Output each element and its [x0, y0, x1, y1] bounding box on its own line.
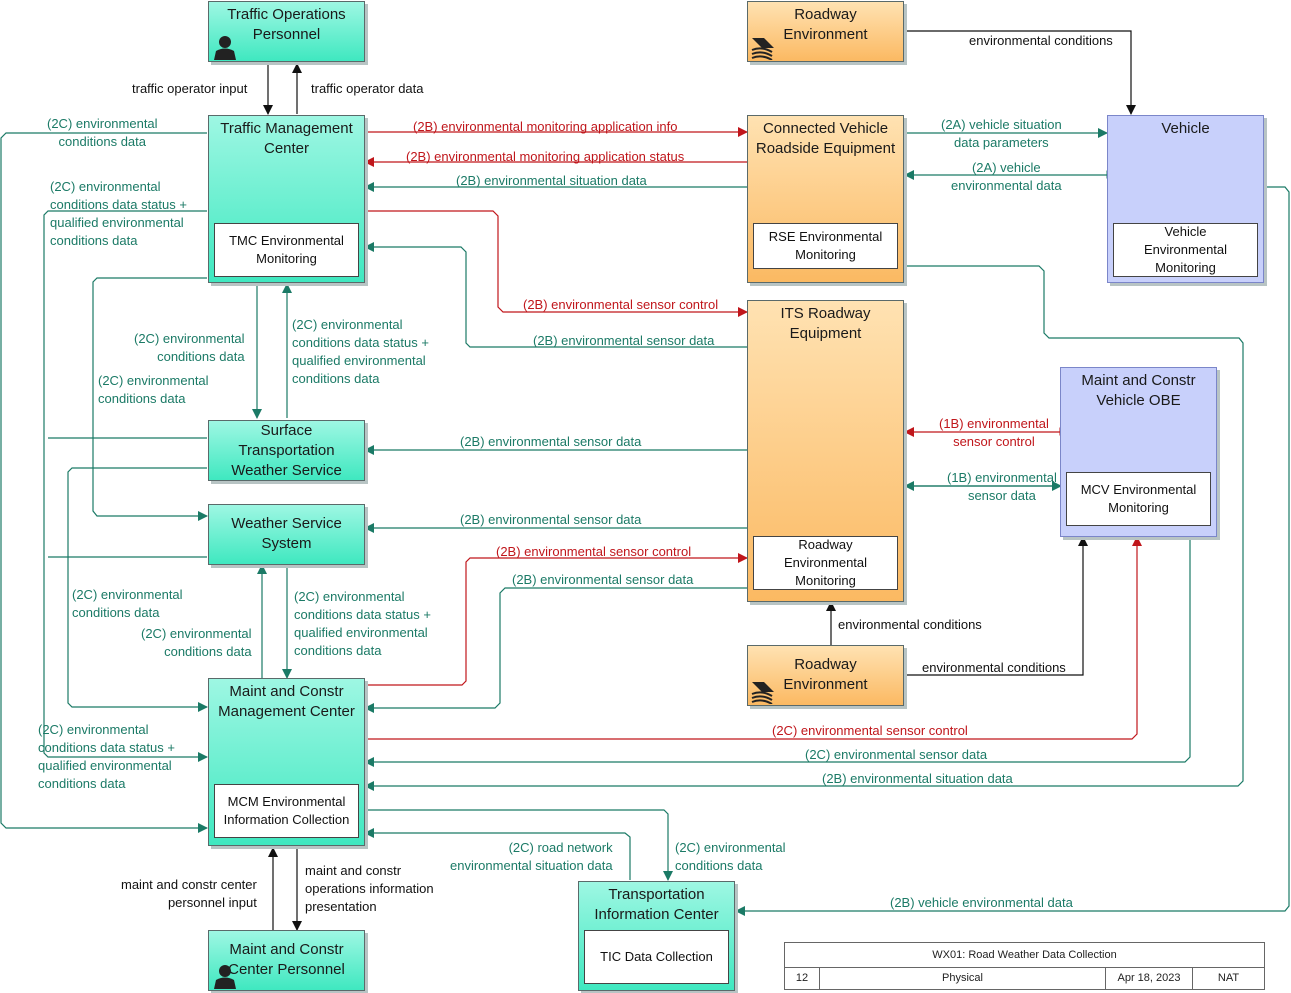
flow-tmc-2c-env-cond	[0, 132, 208, 833]
tic-data-collection[interactable]: TIC Data Collection	[584, 930, 729, 984]
label-env-conditions-mid: environmental conditions	[838, 617, 982, 632]
label-situation-data-2b: (2B) environmental situation data	[456, 173, 647, 188]
node-title: Weather Service System	[231, 515, 342, 552]
vehicle-environmental-monitoring[interactable]: Vehicle Environmental Monitoring	[1113, 223, 1258, 277]
vehicle-node[interactable]: Vehicle Vehicle Environmental Monitoring	[1107, 115, 1264, 283]
label-wss-2c-env-cond: (2C) environmental conditions data	[98, 373, 209, 406]
diagram-org: NAT	[1217, 972, 1240, 984]
transportation-information-center-node[interactable]: Transportation Information Center TIC Da…	[578, 881, 735, 991]
node-title: Maint and Constr Center Personnel	[228, 941, 345, 978]
flow-vehicle-env-2b	[735, 186, 1290, 916]
flow-tmc-2c-status	[43, 210, 208, 762]
person-icon	[214, 36, 236, 60]
node-title: Traffic Management Center	[220, 120, 353, 157]
label-road-network: (2C) road network environmental situatio…	[450, 840, 613, 873]
maint-constr-center-personnel-node[interactable]: Maint and Constr Center Personnel	[208, 930, 365, 991]
label-vehicle-env-2b: (2B) vehicle environmental data	[890, 895, 1073, 910]
flow-situation-data-mcm	[364, 265, 1244, 791]
node-title: Maint and Constr Vehicle OBE	[1081, 372, 1196, 409]
mcv-environmental-monitoring[interactable]: MCV Environmental Monitoring	[1066, 472, 1211, 526]
label-sensor-data-wss: (2B) environmental sensor data	[460, 512, 642, 527]
node-title: Roadway Environment	[783, 656, 868, 693]
label-tmc-2c-status: (2C) environmental conditions data statu…	[50, 179, 187, 248]
flow-mcm-2c-env-cond-a	[67, 467, 208, 712]
label-stws-2c-env-cond: (2C) environmental conditions data	[134, 331, 245, 364]
flow-sensor-control-its	[365, 210, 748, 317]
flow-wss-2c-env-cond	[92, 277, 208, 521]
rse-environmental-monitoring[interactable]: RSE Environmental Monitoring	[753, 223, 898, 269]
label-sensor-data-stws: (2B) environmental sensor data	[460, 434, 642, 449]
label-app-status: (2B) environmental monitoring applicatio…	[406, 149, 685, 164]
node-title: Surface Transportation Weather Service	[231, 422, 342, 479]
person-icon	[214, 965, 236, 989]
roadway-environment-top-node[interactable]: Roadway Environment	[747, 1, 904, 62]
label-sensor-data-2c: (2C) environmental sensor data	[805, 747, 988, 762]
flow-road-network	[364, 828, 631, 880]
flow-env-conditions-top	[905, 30, 1136, 115]
node-title: Traffic Operations Personnel	[227, 6, 346, 43]
node-title: ITS Roadway Equipment	[780, 305, 871, 342]
label-mcm-2c-env-cond-b: (2C) environmental conditions data	[141, 626, 252, 659]
roadway-environmental-monitoring[interactable]: Roadway Environmental Monitoring	[753, 536, 898, 590]
flow-sensor-data-tmc	[364, 242, 747, 348]
flow-sensor-data-mcm	[364, 587, 747, 713]
flow-env-conditions-bottom	[905, 536, 1088, 676]
label-app-info: (2B) environmental monitoring applicatio…	[413, 119, 678, 134]
traffic-operations-personnel-node[interactable]: Traffic Operations Personnel	[208, 1, 365, 62]
diagram-title-block: WX01: Road Weather Data Collection 12 Ph…	[784, 942, 1265, 990]
traffic-management-center-node[interactable]: Traffic Management Center TMC Environmen…	[208, 115, 365, 283]
maint-constr-vehicle-obe-node[interactable]: Maint and Constr Vehicle OBE MCV Environ…	[1060, 367, 1217, 537]
label-mcm-2c-status-left: (2C) environmental conditions data statu…	[38, 722, 175, 791]
node-title: Connected Vehicle Roadside Equipment	[755, 120, 896, 157]
label-stws-2c-status: (2C) environmental conditions data statu…	[292, 317, 429, 386]
flow-sensor-data-2c	[364, 537, 1191, 767]
label-vehicle-env-2a: (2A) vehicle environmental data	[951, 160, 1062, 193]
label-traffic-operator-data: traffic operator data	[311, 81, 424, 96]
flow-sensor-control-2c	[365, 536, 1142, 740]
label-mc-presentation: maint and constr operations information …	[305, 863, 434, 914]
label-mcm-2c-env-cond-a: (2C) environmental conditions data	[72, 587, 183, 620]
label-sensor-data-tmc: (2B) environmental sensor data	[533, 333, 715, 348]
label-sensor-control-2c: (2C) environmental sensor control	[772, 723, 968, 738]
label-sensor-control-its: (2B) environmental sensor control	[523, 297, 719, 312]
node-title: Vehicle	[1161, 120, 1210, 137]
roadway-environment-icon	[751, 38, 774, 60]
diagram-title: WX01: Road Weather Data Collection	[785, 943, 1264, 968]
roadway-environment-bottom-node[interactable]: Roadway Environment	[747, 645, 904, 706]
connected-vehicle-rse-node[interactable]: Connected Vehicle Roadside Equipment RSE…	[747, 115, 904, 283]
label-tmc-2c-env-cond: (2C) environmental conditions data	[47, 116, 158, 149]
mcm-environmental-information-collection[interactable]: MCM Environmental Information Collection	[214, 784, 359, 838]
weather-service-system-node[interactable]: Weather Service System	[208, 504, 365, 565]
node-title: Transportation Information Center	[594, 886, 719, 923]
label-vehicle-situation: (2A) vehicle situation data parameters	[941, 117, 1062, 150]
label-mcm-2c-status-wss: (2C) environmental conditions data statu…	[294, 589, 431, 658]
label-tic-2c-env-cond: (2C) environmental conditions data	[675, 840, 786, 873]
label-situation-data-mcm: (2B) environmental situation data	[822, 771, 1013, 786]
diagram-date: Apr 18, 2023	[1106, 967, 1193, 990]
label-sensor-data-1b: (1B) environmental sensor data	[947, 470, 1057, 503]
diagram-number: 12	[785, 967, 820, 990]
node-title: Roadway Environment	[783, 6, 868, 43]
maint-constr-management-center-node[interactable]: Maint and Constr Management Center MCM E…	[208, 678, 365, 846]
diagram-view: Physical	[820, 967, 1106, 990]
label-mc-input: maint and constr center personnel input	[121, 877, 257, 910]
node-title: Maint and Constr Management Center	[218, 683, 355, 720]
label-traffic-operator-input: traffic operator input	[132, 81, 248, 96]
flow-tic-2c-env-cond	[365, 809, 673, 881]
surface-transportation-weather-service-node[interactable]: Surface Transportation Weather Service	[208, 420, 365, 481]
its-roadway-equipment-node[interactable]: ITS Roadway Equipment Roadway Environmen…	[747, 300, 904, 602]
label-env-conditions-top: environmental conditions	[969, 33, 1113, 48]
label-env-conditions-bottom: environmental conditions	[922, 660, 1066, 675]
label-sensor-control-mcm: (2B) environmental sensor control	[496, 544, 692, 559]
flow-sensor-control-mcm	[365, 553, 748, 686]
label-sensor-control-1b: (1B) environmental sensor control	[939, 416, 1049, 449]
tmc-environmental-monitoring[interactable]: TMC Environmental Monitoring	[214, 223, 359, 277]
roadway-environment-icon	[751, 682, 774, 704]
label-sensor-data-mcm: (2B) environmental sensor data	[512, 572, 694, 587]
